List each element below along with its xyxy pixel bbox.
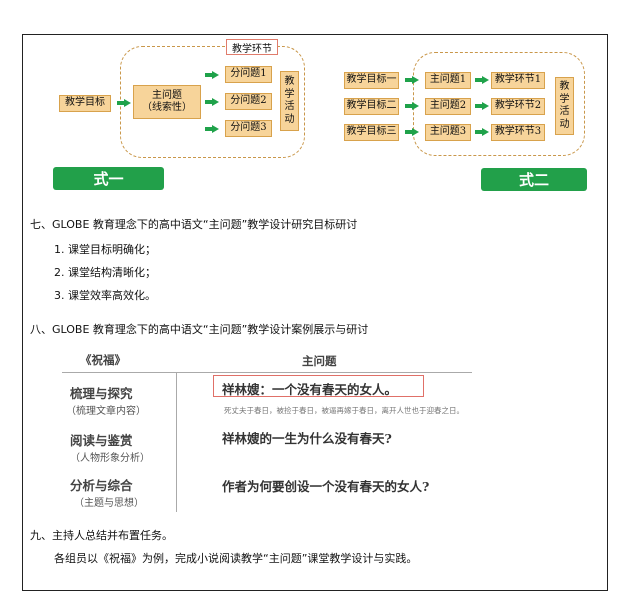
table-row3-question: 作者为何要创设一个没有春天的女人? [222,479,430,494]
table-row1-title: 梳理与探究 [70,386,133,401]
diagram2-stage-1: 教学环节1 [491,72,545,89]
diagram2-arrow-icon [405,128,419,136]
diagram1-activity-box: 教学 活动 [280,71,299,131]
diagram1-arrow-icon [205,125,219,133]
section7-item-1: 1. 课堂目标明确化； [54,243,156,256]
diagram1-sub-question-1: 分问题1 [225,66,272,83]
table-row1-question: 祥林嫂：一个没有春天的女人。 [222,382,398,397]
table-column-rule [176,372,177,512]
content-frame [22,34,608,591]
diagram2-activity-box: 教学 活动 [555,77,574,135]
diagram1-arrow-icon [205,98,219,106]
diagram2-caption: 式二 [481,168,587,191]
diagram1-arrow-icon [117,99,131,107]
diagram2-main-question-3: 主问题3 [425,124,471,141]
table-row3-sub: （主题与思想） [74,498,144,509]
table-header-rule [62,372,472,373]
diagram2-stage-3: 教学环节3 [491,124,545,141]
diagram2-main-question-1: 主问题1 [425,72,471,89]
diagram1-sub-question-2: 分问题2 [225,93,272,110]
table-row3-title: 分析与综合 [70,478,133,493]
section7-item-3: 3. 课堂效率高效化。 [54,289,156,302]
diagram2-arrow-icon [475,102,489,110]
diagram1-goal-box: 教学目标 [59,95,111,112]
diagram1-main-question-box: 主问题 （线索性） [133,85,201,119]
table-row1-sub: （梳理文章内容） [66,406,146,417]
diagram2-arrow-icon [405,102,419,110]
diagram2-goal-3: 教学目标三 [344,124,399,141]
diagram2-goal-1: 教学目标一 [344,72,399,89]
table-row2-title: 阅读与鉴赏 [70,433,133,448]
diagram2-arrow-icon [405,76,419,84]
diagram2-main-question-2: 主问题2 [425,98,471,115]
table-row1-note: 死丈夫于春日，被捡于春日，被逼再嫁于春日，离开人世也于迎春之日。 [224,406,464,415]
table-row2-sub: （人物形象分析） [70,453,150,464]
diagram2-arrow-icon [475,128,489,136]
table-row1-highlight [213,375,424,397]
table-col1-header: 《祝福》 [80,353,126,367]
diagram1-caption: 式一 [53,167,164,190]
diagram1-arrow-icon [205,71,219,79]
diagram1-top-label: 教学环节 [226,39,278,55]
section9-body: 各组员以《祝福》为例，完成小说阅读教学“主问题”课堂教学设计与实践。 [54,552,418,565]
diagram2-stage-2: 教学环节2 [491,98,545,115]
table-col2-header: 主问题 [302,354,337,368]
diagram2-arrow-icon [475,76,489,84]
section8-heading: 八、GLOBE 教育理念下的高中语文“主问题”教学设计案例展示与研讨 [30,323,369,336]
section7-heading: 七、GLOBE 教育理念下的高中语文“主问题”教学设计研究目标研讨 [30,218,358,231]
diagram1-sub-question-3: 分问题3 [225,120,272,137]
section9-heading: 九、主持人总结并布置任务。 [30,529,173,542]
table-row2-question: 祥林嫂的一生为什么没有春天? [222,431,392,446]
diagram2-goal-2: 教学目标二 [344,98,399,115]
section7-item-2: 2. 课堂结构清晰化； [54,266,156,279]
